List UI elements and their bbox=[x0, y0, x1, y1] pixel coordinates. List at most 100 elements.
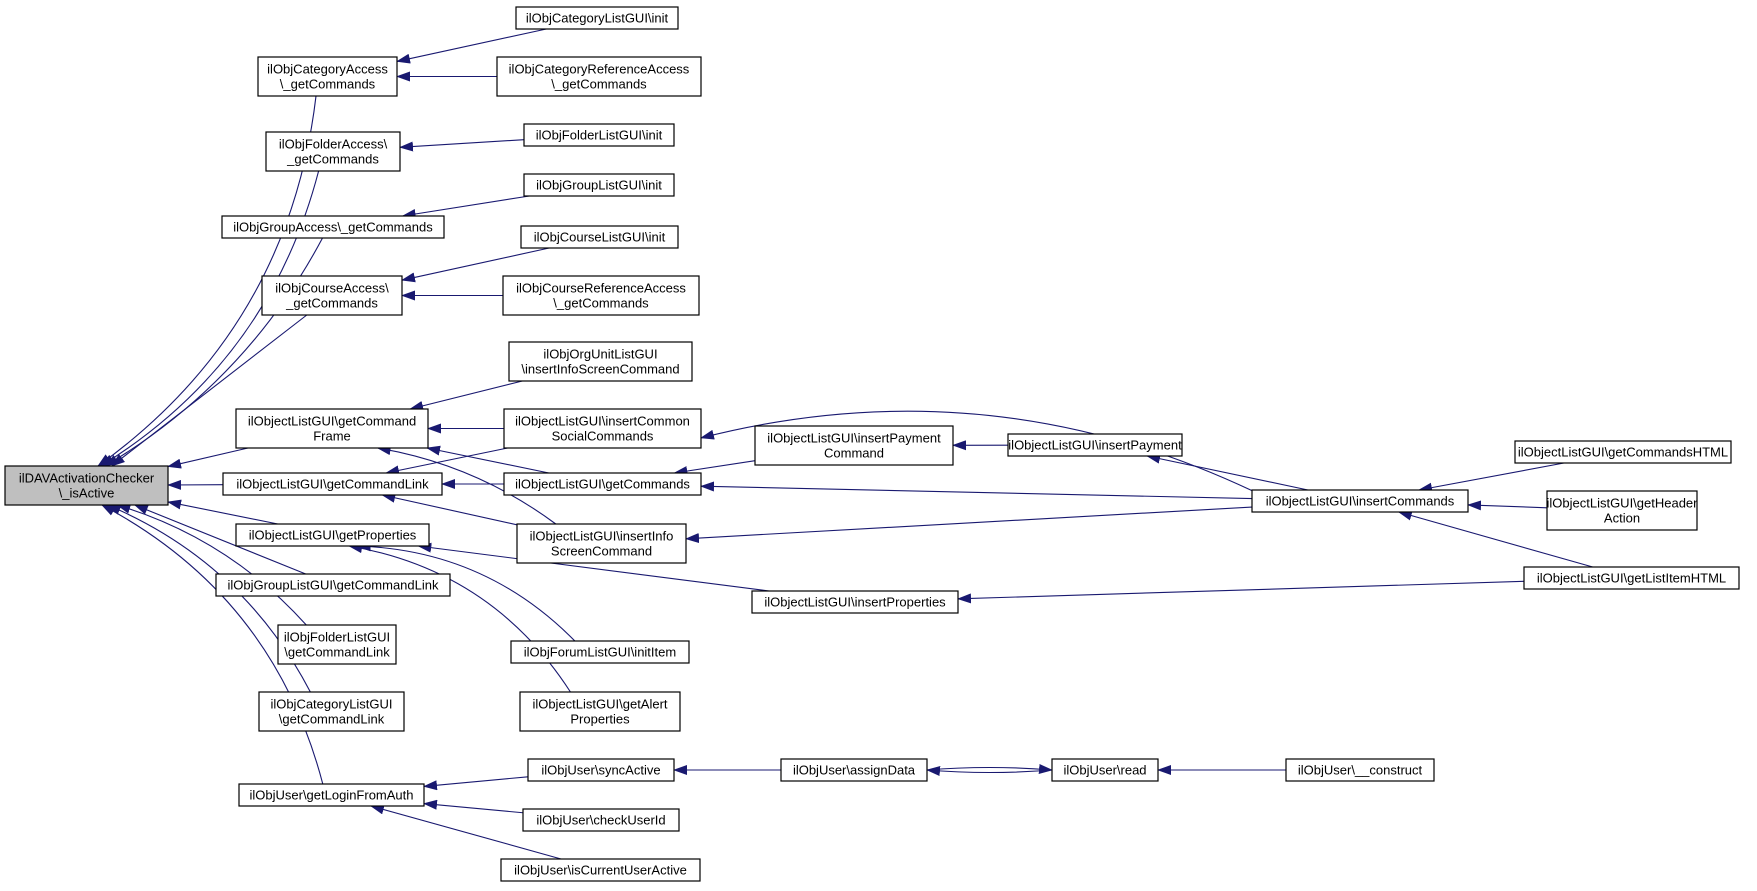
node-ilobjectlistgui-getlistitemhtml[interactable]: ilObjectListGUI\getListItemHTML bbox=[1523, 566, 1740, 590]
node-ilobjgroupaccess-getcommands[interactable]: ilObjGroupAccess\_getCommands bbox=[221, 215, 445, 239]
node-label: SocialCommands bbox=[552, 429, 654, 444]
edge-getCmd-to-cmdFr bbox=[426, 445, 549, 474]
node-label: ScreenCommand bbox=[551, 544, 652, 559]
edge-insCmd-to-getCmd bbox=[700, 481, 1253, 500]
node-box bbox=[527, 758, 675, 782]
node-ilobjfolderlistgui-init[interactable]: ilObjFolderListGUI\init bbox=[523, 123, 675, 147]
node-ilobjuser-read[interactable]: ilObjUser\read bbox=[1051, 758, 1159, 782]
edge-folLI-to-folAcc bbox=[399, 139, 525, 152]
node-ilobjgrouplistgui-init[interactable]: ilObjGroupListGUI\init bbox=[523, 173, 675, 197]
node-label: ilObjectListGUI\getAlert bbox=[532, 697, 667, 712]
node-ilobjectlistgui-insertinfo-screencommand[interactable]: ilObjectListGUI\insertInfoScreenCommand bbox=[516, 523, 687, 564]
edge-isCur-to-login bbox=[369, 804, 562, 860]
node-ilobjcategorylistgui-getcommandlink[interactable]: ilObjCategoryListGUI\getCommandLink bbox=[258, 691, 405, 732]
node-label: ilObjFolderListGUI bbox=[284, 630, 390, 645]
edge-catLI-to-catAcc bbox=[396, 28, 547, 64]
edge-insCmd-to-insPay bbox=[1146, 453, 1309, 491]
node-label: _getCommands bbox=[285, 296, 378, 311]
node-label: ilObjCategoryReferenceAccess bbox=[509, 62, 690, 77]
node-ilobjorgunitlistgui-insertinfoscreencommand[interactable]: ilObjOrgUnitListGUI\insertInfoScreenComm… bbox=[508, 341, 693, 382]
node-ilobjuser-construct[interactable]: ilObjUser\__construct bbox=[1285, 758, 1435, 782]
edge-insPC-to-getCmd bbox=[673, 460, 756, 476]
edge-insIS-to-cmdFr bbox=[376, 445, 557, 525]
node-label: ilObjUser\checkUserId bbox=[536, 813, 665, 828]
node-ilobjectlistgui-insertpayment[interactable]: ilObjectListGUI\insertPayment bbox=[1007, 433, 1183, 457]
node-label: ilObjCategoryListGUI bbox=[270, 697, 392, 712]
edge-assign-to-read bbox=[926, 763, 1053, 774]
node-box bbox=[257, 56, 398, 97]
node-label: _getCommands bbox=[286, 152, 379, 167]
node-label: ilObjCourseReferenceAccess bbox=[516, 281, 686, 296]
edge-orgIS-to-cmdFr bbox=[409, 380, 523, 411]
node-box bbox=[516, 523, 687, 564]
node-ilobjectlistgui-getcommandshtml[interactable]: ilObjectListGUI\getCommandsHTML bbox=[1514, 440, 1732, 464]
edge-cmdHTML-to-insCmd bbox=[1418, 462, 1565, 493]
node-ilobjectlistgui-insertcommon-socialcommands[interactable]: ilObjectListGUI\insertCommonSocialComman… bbox=[503, 408, 702, 449]
edge-login-to-root bbox=[101, 504, 324, 785]
node-ilobjcourseaccess-getcommands[interactable]: ilObjCourseAccess\_getCommands bbox=[261, 275, 403, 316]
node-ilobjuser-getloginfromauth[interactable]: ilObjUser\getLoginFromAuth bbox=[238, 783, 425, 807]
node-box bbox=[1285, 758, 1435, 782]
node-box bbox=[1546, 490, 1698, 531]
edge-insPr-to-getPr bbox=[417, 542, 770, 592]
node-label: \_getCommands bbox=[280, 77, 376, 92]
node-box bbox=[520, 225, 679, 249]
edge-forum-to-getPr bbox=[356, 541, 576, 642]
node-ilobjfolderlistgui-getcommandlink[interactable]: ilObjFolderListGUI\getCommandLink bbox=[277, 624, 397, 665]
node-label: ilObjGroupListGUI\init bbox=[536, 178, 662, 193]
node-label: ilObjCategoryListGUI\init bbox=[526, 11, 669, 26]
edge-insIS-to-cmdLnk bbox=[381, 492, 518, 526]
node-ilobjectlistgui-getcommands[interactable]: ilObjectListGUI\getCommands bbox=[503, 472, 702, 496]
edge-liHTML-to-insPr bbox=[957, 580, 1525, 604]
edge-insSoc-to-cmdLnk bbox=[385, 447, 508, 476]
node-label: Command bbox=[824, 446, 884, 461]
node-box bbox=[515, 6, 679, 30]
node-label: Action bbox=[1604, 511, 1640, 526]
edge-chkUid-to-login bbox=[423, 799, 524, 814]
node-ilobjcourselistgui-init[interactable]: ilObjCourseListGUI\init bbox=[520, 225, 679, 249]
node-label: ilObjUser\read bbox=[1063, 763, 1146, 778]
node-ilobjfolderaccess-getcommands[interactable]: ilObjFolderAccess\_getCommands bbox=[265, 131, 401, 172]
edge-grpLI-to-grpAcc bbox=[401, 195, 530, 219]
node-label: ilObjectListGUI\getCommandsHTML bbox=[1518, 445, 1728, 460]
node-box bbox=[221, 215, 445, 239]
node-ilobjectlistgui-insertproperties[interactable]: ilObjectListGUI\insertProperties bbox=[751, 590, 959, 614]
node-ilobjcategoryaccess-getcommands[interactable]: ilObjCategoryAccess\_getCommands bbox=[257, 56, 398, 97]
node-ilobjuser-iscurrentuseractive[interactable]: ilObjUser\isCurrentUserActive bbox=[500, 858, 701, 882]
node-box bbox=[502, 275, 700, 316]
node-box bbox=[215, 573, 451, 597]
node-ilobjuser-checkuserid[interactable]: ilObjUser\checkUserId bbox=[522, 808, 680, 832]
edge-insCmd-to-insIS bbox=[685, 506, 1253, 544]
node-ilobjcategorylistgui-init[interactable]: ilObjCategoryListGUI\init bbox=[515, 6, 679, 30]
node-box bbox=[277, 624, 397, 665]
node-box bbox=[265, 131, 401, 172]
edge-cmdFr-to-root bbox=[167, 447, 249, 469]
node-label: ilObjectListGUI\insertProperties bbox=[764, 595, 946, 610]
node-ilobjuser-assigndata[interactable]: ilObjUser\assignData bbox=[780, 758, 928, 782]
node-ilobjectlistgui-getcommandlink[interactable]: ilObjectListGUI\getCommandLink bbox=[222, 472, 443, 496]
node-box bbox=[508, 341, 693, 382]
node-label: ilDAVActivationChecker bbox=[19, 471, 155, 486]
node-ilobjectlistgui-insertcommands[interactable]: ilObjectListGUI\insertCommands bbox=[1251, 489, 1469, 513]
node-ilobjectlistgui-getproperties[interactable]: ilObjectListGUI\getProperties bbox=[235, 523, 430, 547]
node-ildavactivationchecker-isactive[interactable]: ilDAVActivationChecker\_isActive bbox=[4, 465, 169, 506]
node-label: ilObjectListGUI\getCommands bbox=[515, 477, 690, 492]
node-ilobjcoursereferenceaccess-getcommands[interactable]: ilObjCourseReferenceAccess\_getCommands bbox=[502, 275, 700, 316]
node-label: ilObjectListGUI\getCommand bbox=[248, 414, 416, 429]
edge-crsLI-to-crsAcc bbox=[401, 247, 550, 283]
node-ilobjcategoryreferenceaccess-getcommands[interactable]: ilObjCategoryReferenceAccess\_getCommand… bbox=[496, 56, 702, 97]
node-label: \_isActive bbox=[59, 486, 115, 501]
node-label: ilObjectListGUI\getListItemHTML bbox=[1537, 571, 1726, 586]
node-box bbox=[1523, 566, 1740, 590]
node-box bbox=[1007, 433, 1183, 457]
node-ilobjforumlistgui-inititem[interactable]: ilObjForumListGUI\initItem bbox=[510, 640, 690, 664]
node-ilobjgrouplistgui-getcommandlink[interactable]: ilObjGroupListGUI\getCommandLink bbox=[215, 573, 451, 597]
node-label: Frame bbox=[313, 429, 351, 444]
node-ilobjuser-syncactive[interactable]: ilObjUser\syncActive bbox=[527, 758, 675, 782]
node-label: ilObjCourseListGUI\init bbox=[534, 230, 666, 245]
